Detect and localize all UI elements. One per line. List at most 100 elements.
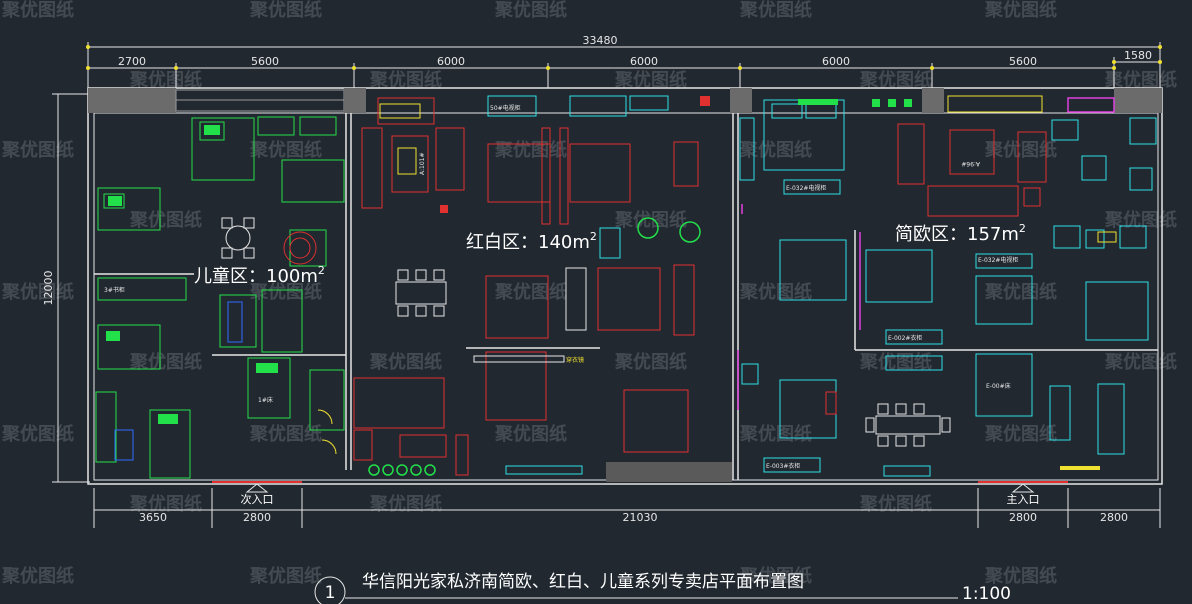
- bottom-dimension-lines: [93, 488, 1161, 528]
- dimension-left: 12000: [42, 271, 55, 306]
- dining-set-red: [395, 267, 587, 363]
- drawing-number: 1: [325, 583, 336, 603]
- dimension-top: 6000: [437, 55, 465, 68]
- redwhite-yellow-items: [379, 103, 421, 175]
- eu-bed-label: E-00#床: [986, 382, 1011, 390]
- watermark: 聚优图纸: [739, 423, 812, 445]
- plants: [368, 217, 701, 476]
- zone-label-european: 简欧区：157m2: [895, 222, 1026, 245]
- dimension-bottom: 2800: [243, 511, 271, 524]
- interior-partitions: [94, 113, 1158, 480]
- secondary-entrance-label: 次入口: [241, 492, 274, 506]
- watermark: 聚优图纸: [249, 565, 322, 587]
- drawing-title: 华信阳光家私济南简欧、红白、儿童系列专卖店平面布置图: [362, 572, 804, 592]
- eu-tv-cabinet-label: E-032#电视柜: [786, 184, 826, 192]
- dimension-bottom: 2800: [1009, 511, 1037, 524]
- watermark: 聚优图纸: [614, 351, 687, 373]
- red-tv-cabinet-label: 50#电视柜: [490, 104, 521, 112]
- watermark: 聚优图纸: [249, 0, 322, 21]
- european-sofa-set: [825, 123, 1047, 415]
- watermark: 聚优图纸: [494, 423, 567, 445]
- eu-sofa-label: A:96#: [961, 160, 980, 167]
- watermark: 聚优图纸: [494, 0, 567, 21]
- watermark: 聚优图纸: [369, 493, 442, 515]
- watermark: 聚优图纸: [739, 565, 812, 587]
- kids-bookcase-label: 3#书柜: [104, 286, 125, 294]
- watermark: 聚优图纸: [859, 69, 932, 91]
- dimension-top: 1580: [1124, 49, 1152, 62]
- watermark: 聚优图纸: [614, 69, 687, 91]
- watermark: 聚优图纸: [984, 281, 1057, 303]
- kids-round-rug: [283, 231, 317, 265]
- watermark: 聚优图纸: [739, 139, 812, 161]
- watermark: 聚优图纸: [739, 0, 812, 21]
- kids-bed-label: 1#床: [258, 396, 273, 404]
- watermark: 聚优图纸: [1, 0, 74, 21]
- drawing-scale: 1:100: [962, 584, 1011, 604]
- watermark: 聚优图纸: [984, 423, 1057, 445]
- eu-tv-cabinet-label: E-032#电视柜: [978, 256, 1018, 264]
- dimension-bottom: 21030: [623, 511, 658, 524]
- watermark: 聚优图纸: [494, 281, 567, 303]
- watermark: 聚优图纸: [1, 281, 74, 303]
- magenta-partitions: [737, 97, 1115, 410]
- left-dimension-line: [52, 93, 90, 483]
- title-block: 1 华信阳光家私济南简欧、红白、儿童系列专卖店平面布置图 1:100: [314, 572, 1011, 604]
- dimension-bottom: 3650: [139, 511, 167, 524]
- eu-wardrobe-label: E-003#衣柜: [766, 462, 800, 470]
- secondary-entrance: 次入口: [241, 483, 274, 506]
- watermark-layer: 聚优图纸 聚优图纸 聚优图纸 聚优图纸 聚优图纸 聚优图纸 聚优图纸 聚优图纸 …: [1, 0, 1177, 587]
- redwhite-cyan-items: [487, 95, 669, 475]
- watermark: 聚优图纸: [249, 139, 322, 161]
- kids-blue-items: [114, 301, 243, 461]
- kids-bed-pillows: [106, 125, 278, 424]
- watermark: 聚优图纸: [1104, 209, 1177, 231]
- zone-label-redwhite: 红白区：140m2: [466, 230, 597, 253]
- dimension-ticks: [86, 45, 1162, 70]
- dimension-top: 5600: [1009, 55, 1037, 68]
- watermark: 聚优图纸: [984, 0, 1057, 21]
- european-small-labels: [1060, 466, 1100, 470]
- watermark: 聚优图纸: [369, 69, 442, 91]
- watermark: 聚优图纸: [1, 565, 74, 587]
- watermark: 聚优图纸: [369, 351, 442, 373]
- dimension-top: 6000: [630, 55, 658, 68]
- european-yellow-items: [947, 95, 1117, 243]
- watermark: 聚优图纸: [984, 565, 1057, 587]
- eu-wardrobe-label: E-002#衣柜: [888, 334, 922, 342]
- watermark: 聚优图纸: [1, 423, 74, 445]
- main-entrance-label: 主入口: [1007, 493, 1040, 506]
- european-dining-set: [865, 403, 951, 447]
- kids-zone-furniture: [95, 116, 345, 479]
- dimension-bottom: 2800: [1100, 511, 1128, 524]
- main-entrance: 主入口: [1007, 483, 1040, 506]
- kids-yellow-door: [317, 409, 337, 455]
- top-dimension-lines: [87, 42, 1161, 88]
- overall-dimension: 33480: [583, 34, 618, 47]
- watermark: 聚优图纸: [249, 281, 322, 303]
- redwhite-zone-furniture: [353, 97, 699, 476]
- watermark: 聚优图纸: [129, 209, 202, 231]
- dimension-top: 6000: [822, 55, 850, 68]
- watermark: 聚优图纸: [1104, 69, 1177, 91]
- wardrobe-mirror-label: 穿衣镜: [566, 356, 584, 364]
- watermark: 聚优图纸: [1, 139, 74, 161]
- watermark: 聚优图纸: [859, 493, 932, 515]
- watermark: 聚优图纸: [984, 139, 1057, 161]
- dimension-top: 2700: [118, 55, 146, 68]
- redwhite-solid-items: [440, 96, 710, 213]
- watermark: 聚优图纸: [129, 69, 202, 91]
- kids-table-set: [221, 217, 255, 259]
- watermark: 聚优图纸: [249, 423, 322, 445]
- dimension-top: 5600: [251, 55, 279, 68]
- zone-label-kids: 儿童区：100m2: [194, 264, 325, 287]
- watermark: 聚优图纸: [494, 139, 567, 161]
- watermark: 聚优图纸: [129, 351, 202, 373]
- watermark: 聚优图纸: [1104, 351, 1177, 373]
- watermark: 聚优图纸: [614, 209, 687, 231]
- european-green-items: [798, 99, 912, 107]
- watermark: 聚优图纸: [739, 281, 812, 303]
- european-zone-furniture: [739, 99, 1157, 477]
- red-table-label: A:101#: [419, 153, 426, 176]
